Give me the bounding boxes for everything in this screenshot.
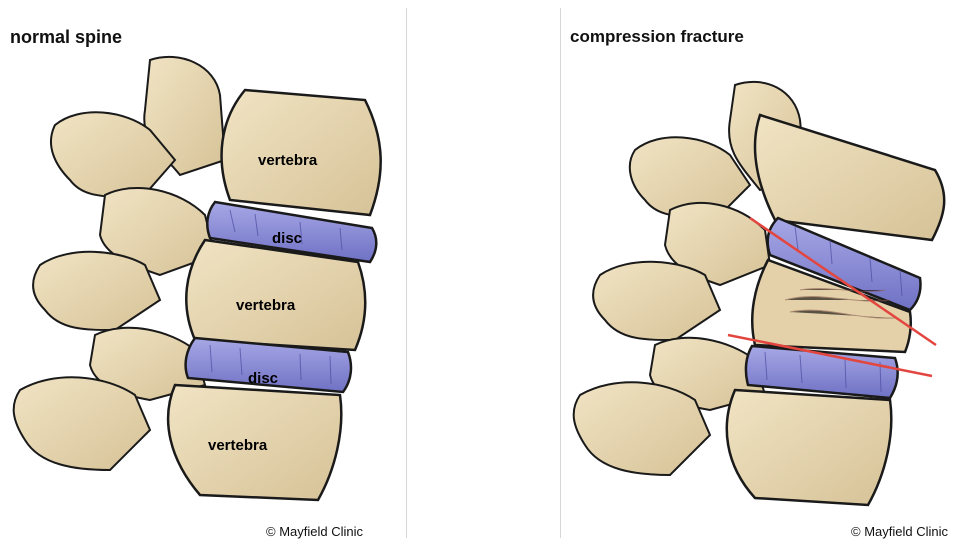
normal-spine-illustration: vertebra disc vertebra disc vertebra: [0, 0, 406, 545]
label-vertebra-middle: vertebra: [236, 297, 296, 314]
compression-fracture-panel: compression fracture: [560, 0, 956, 545]
vertebra-body-bottom-right: [727, 390, 891, 505]
credit-left: © Mayfield Clinic: [266, 524, 363, 539]
credit-right: © Mayfield Clinic: [851, 524, 948, 539]
compression-fracture-illustration: [560, 0, 956, 545]
label-vertebra-bottom: vertebra: [208, 437, 268, 454]
normal-spine-panel: normal spine: [0, 0, 406, 545]
label-disc-bottom: disc: [248, 370, 278, 387]
label-vertebra-top: vertebra: [258, 152, 318, 169]
divider-left: [406, 8, 407, 538]
label-disc-top: disc: [272, 230, 302, 247]
